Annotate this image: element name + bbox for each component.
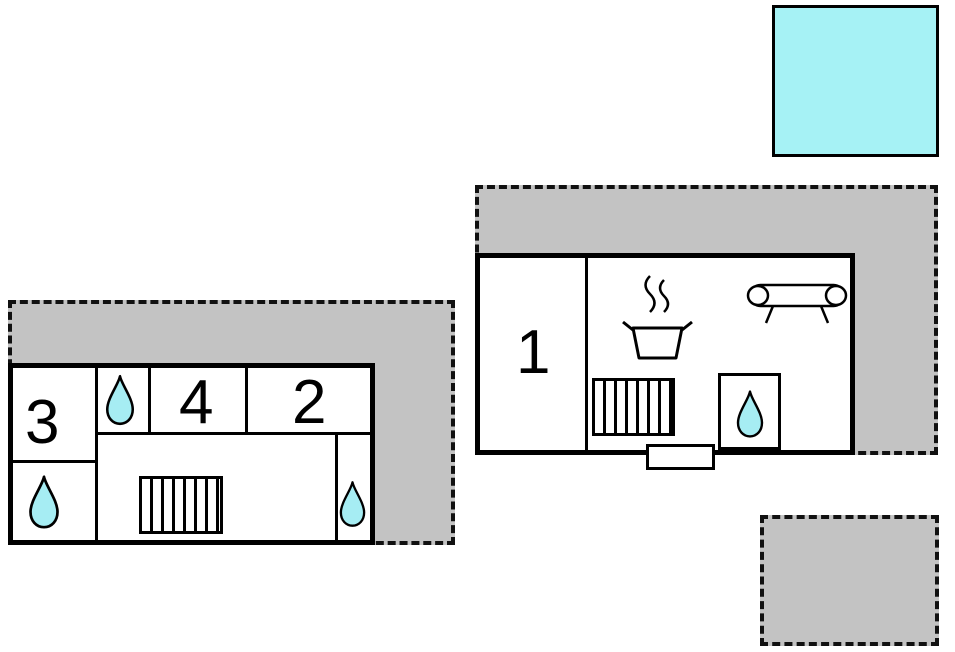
water-drop-icon bbox=[105, 374, 135, 426]
room-3-label: 3 bbox=[25, 388, 60, 457]
interior-wall bbox=[95, 432, 370, 435]
steam-icon bbox=[658, 279, 670, 313]
shower-cubicle bbox=[718, 373, 781, 450]
pot-shape bbox=[631, 326, 684, 360]
sofa-icon bbox=[746, 283, 848, 324]
stove-icon bbox=[622, 275, 693, 360]
building-living: 1 bbox=[475, 253, 855, 455]
interior-wall bbox=[585, 258, 588, 450]
interior-wall bbox=[148, 368, 151, 435]
water-drop-icon bbox=[736, 390, 764, 438]
interior-wall bbox=[335, 432, 338, 540]
water-drop-icon bbox=[339, 481, 366, 527]
pool bbox=[772, 5, 939, 157]
water-drop-icon bbox=[29, 475, 59, 529]
stairs-icon bbox=[592, 378, 675, 436]
room-4-label: 4 bbox=[179, 368, 214, 437]
interior-wall bbox=[245, 368, 248, 435]
room-1-label: 1 bbox=[516, 318, 551, 387]
pot-handle bbox=[681, 320, 693, 332]
room-2-label: 2 bbox=[292, 368, 327, 437]
building-bedrooms: 3 4 2 bbox=[8, 363, 375, 545]
pot-handle bbox=[622, 320, 634, 332]
interior-wall bbox=[95, 368, 98, 540]
stairs-icon bbox=[139, 476, 223, 534]
doorway bbox=[646, 444, 715, 470]
terrace-lower-right bbox=[760, 515, 939, 646]
interior-wall bbox=[13, 460, 95, 463]
steam-icon bbox=[644, 275, 656, 313]
